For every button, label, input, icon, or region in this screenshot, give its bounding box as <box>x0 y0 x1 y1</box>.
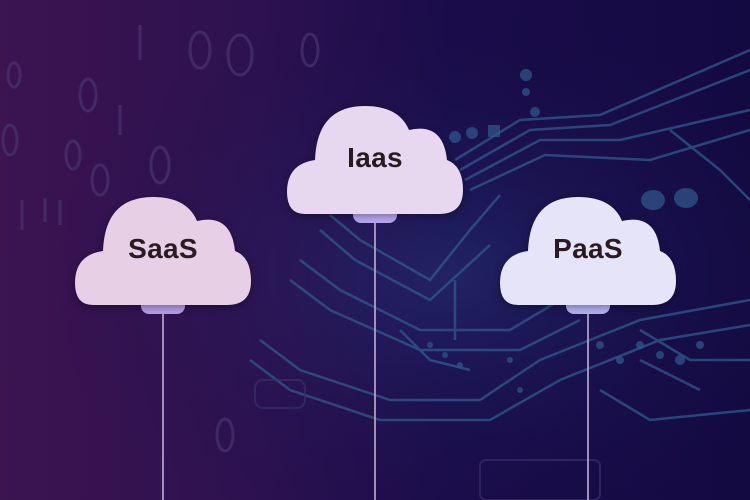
paas-connector-tab <box>566 303 610 314</box>
cloud-icon <box>500 197 676 305</box>
cloud-icon <box>75 197 251 305</box>
saas-connector-line <box>162 314 164 500</box>
circuit-pads <box>427 69 704 393</box>
iaas-connector-line <box>374 222 376 500</box>
paas-connector-line <box>587 314 589 500</box>
paas-label: PaaS <box>553 233 623 264</box>
cloud-icon <box>287 106 463 214</box>
saas-label: SaaS <box>128 233 198 264</box>
saas-cloud: SaaS <box>75 195 251 315</box>
binary-digits <box>1 25 320 453</box>
iaas-cloud: Iaas <box>287 104 463 224</box>
iaas-label: Iaas <box>347 142 403 173</box>
saas-connector-tab <box>141 303 185 314</box>
paas-cloud: PaaS <box>500 195 676 315</box>
traces <box>249 48 750 422</box>
iaas-connector-tab <box>353 212 397 223</box>
